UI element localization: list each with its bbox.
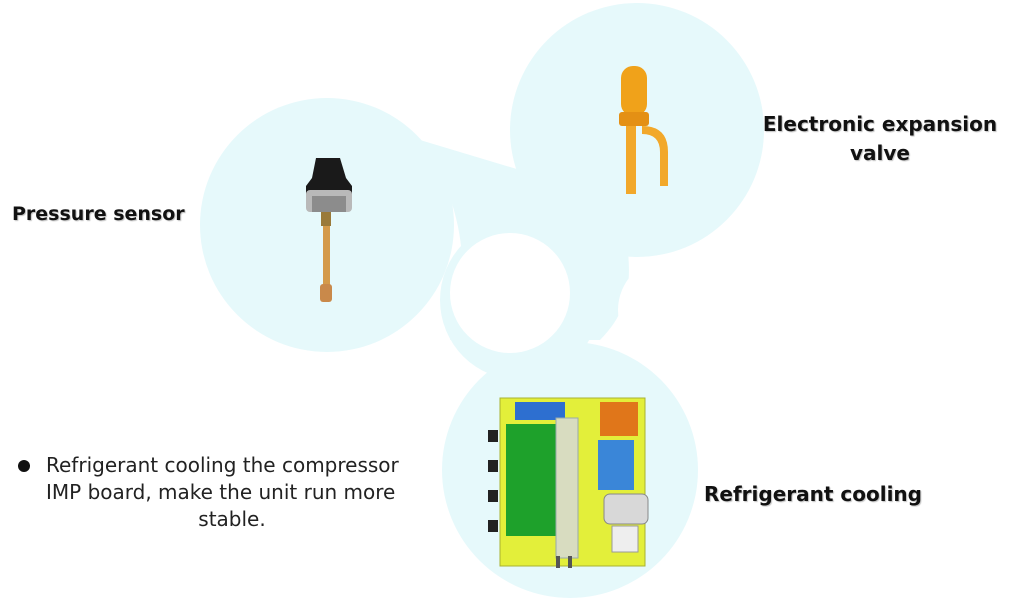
bullet-line-2: IMP board, make the unit run more — [46, 480, 396, 504]
bullet-dot-icon — [18, 460, 30, 472]
bullet-line-3: stable. — [198, 507, 266, 531]
bullet-line-1: Refrigerant cooling the compressor — [46, 453, 399, 477]
bullet-point: Refrigerant cooling the compressor IMP b… — [18, 452, 418, 533]
expansion-valve-label: Electronic expansion valve — [762, 110, 998, 168]
imp-board-image — [488, 397, 649, 568]
pressure-sensor-image — [306, 158, 352, 302]
bullet-text: Refrigerant cooling the compressor IMP b… — [46, 452, 418, 533]
refrigerant-cooling-label: Refrigerant cooling — [704, 482, 922, 506]
expansion-valve-image — [619, 66, 668, 194]
pressure-sensor-label: Pressure sensor — [12, 203, 185, 225]
expansion-valve-label-line1: Electronic expansion — [762, 112, 998, 136]
expansion-valve-label-line2: valve — [850, 141, 910, 165]
